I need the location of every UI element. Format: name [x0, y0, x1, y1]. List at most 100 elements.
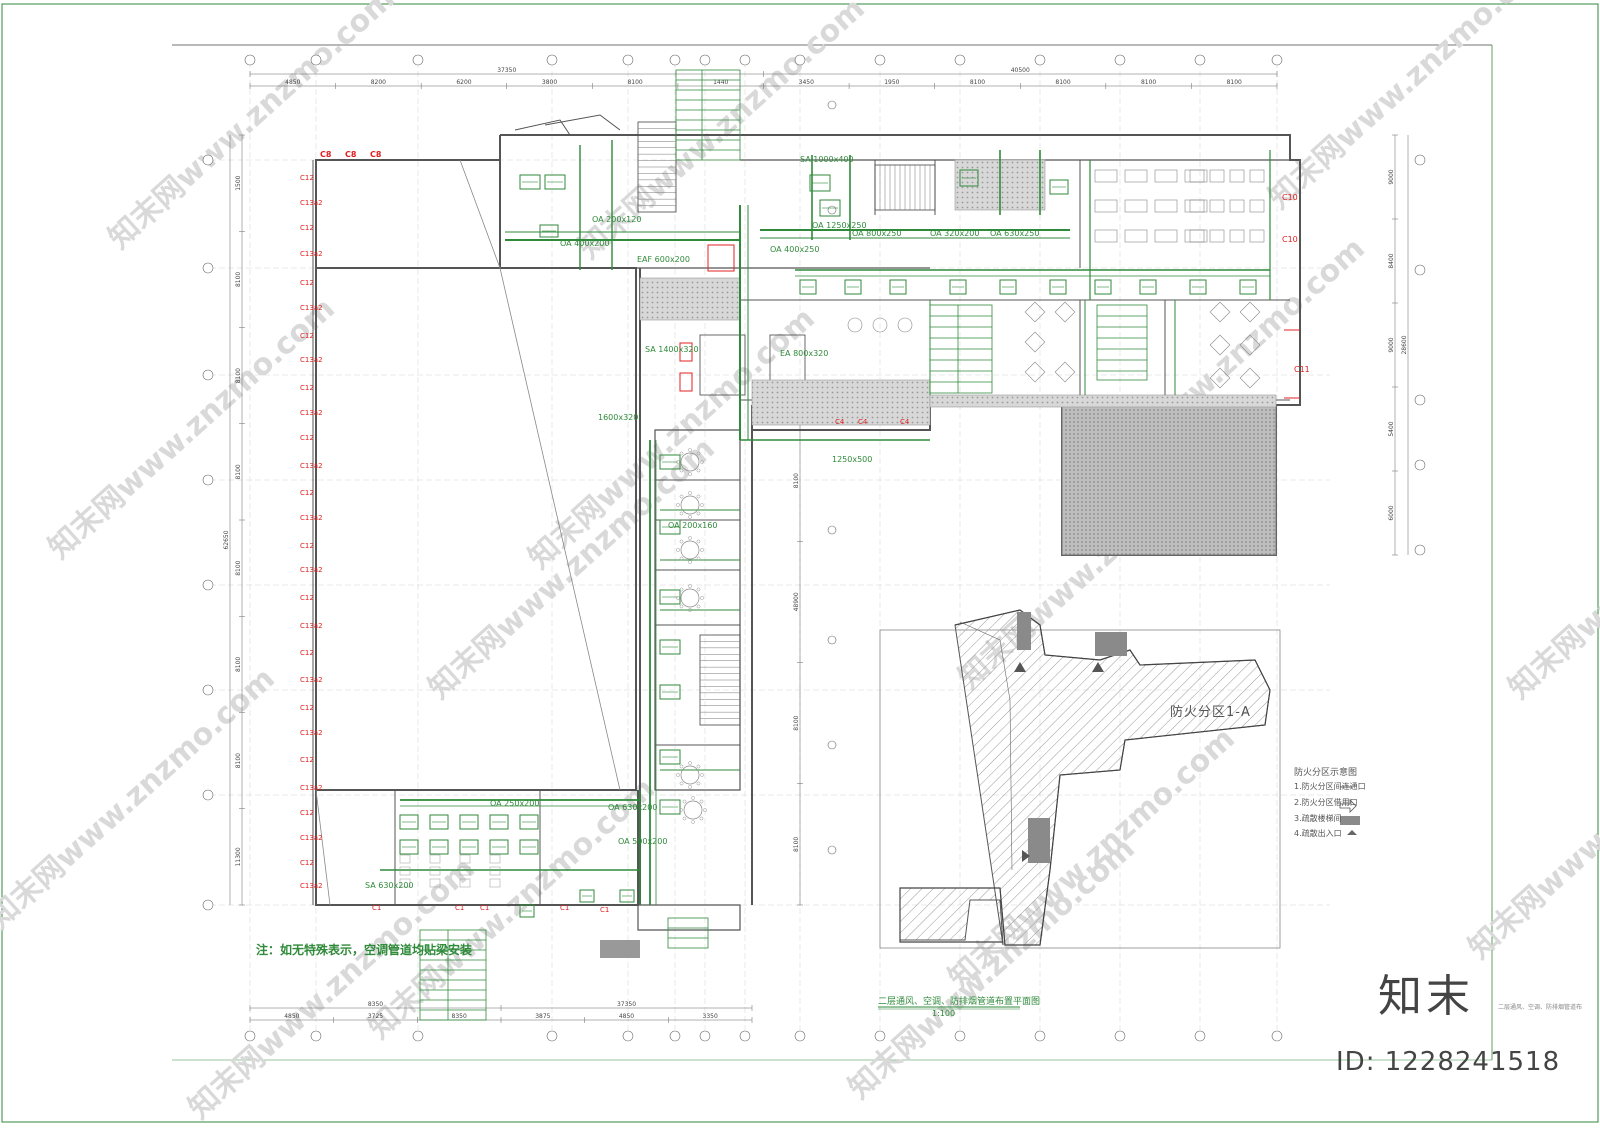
duct-label: OA 400x200 — [560, 239, 609, 248]
column-mark: C13a2 — [300, 729, 323, 737]
axis-bubble — [202, 369, 214, 381]
fan-coil-unit — [539, 224, 559, 238]
column-mark: C1 — [455, 904, 464, 912]
dim-left-segment: 8100 — [235, 753, 242, 768]
fan-coil-unit — [544, 174, 566, 190]
axis-bubble — [546, 54, 558, 66]
fan-coil-unit — [889, 279, 907, 295]
dim-right-segment: 9000 — [1388, 337, 1395, 352]
toilet-fixture — [459, 878, 471, 888]
dining-table — [1229, 199, 1245, 213]
watermark-text: 知末网www.znzmo.com — [42, 291, 342, 566]
fan-coil-unit — [619, 889, 635, 903]
duct-label: 1600x320 — [598, 413, 638, 422]
duct-label: OA 1250x250 — [812, 221, 867, 230]
dining-table — [1249, 199, 1265, 213]
column-mark: C13a2 — [300, 834, 323, 842]
fan-coil-unit — [489, 814, 509, 830]
dim-left-segment: 8100 — [235, 657, 242, 672]
dining-table — [1094, 199, 1118, 213]
fan-coil-unit — [459, 814, 479, 830]
column-mark: C1 — [480, 904, 489, 912]
dim-right-total: 28600 — [1401, 335, 1408, 354]
red-markers — [679, 244, 1300, 399]
dining-table — [1094, 169, 1118, 183]
toilet-fixture — [399, 878, 411, 888]
dim-top-segment: 3800 — [542, 79, 557, 86]
axis-bubble — [699, 54, 711, 66]
round-table — [683, 800, 703, 820]
dim-left-segment: 8100 — [235, 464, 242, 479]
column-mark: C4 — [858, 418, 868, 426]
dining-table — [1189, 169, 1205, 183]
round-table — [680, 588, 700, 608]
square-table — [1054, 361, 1076, 383]
column-mark: C12 — [300, 542, 314, 550]
dim-bottom-segment: 8350 — [452, 1013, 467, 1020]
column-mark: C13a2 — [300, 356, 323, 364]
fan-coil-unit — [659, 749, 681, 765]
axis-bubble — [794, 54, 806, 66]
fire-zone-inset — [879, 609, 1281, 949]
toilet-fixture — [489, 878, 501, 888]
axis-bubble — [739, 1030, 751, 1042]
fan-coil-unit — [519, 904, 535, 918]
fan-coil-unit — [1049, 179, 1069, 195]
duct-label: OA 630x200 — [608, 803, 657, 812]
column-mark: C13a2 — [300, 784, 323, 792]
duct-label: OA 400x250 — [770, 245, 819, 254]
column-mark: C13a2 — [300, 566, 323, 574]
dim-top-segment: 8100 — [627, 79, 642, 86]
axis-bubble — [1034, 1030, 1046, 1042]
column-mark: C12 — [300, 756, 314, 764]
fan-coil-unit — [659, 589, 681, 605]
dim-top-segment: 8100 — [1055, 79, 1070, 86]
drawing-title: 二层通风、空调、防排烟管道布置平面图 — [878, 997, 1041, 1007]
toilet-fixture — [459, 866, 471, 876]
dim-bottom-segment: 4850 — [284, 1013, 299, 1020]
axis-bubble — [1194, 1030, 1206, 1042]
dim-right-segment: 8400 — [1388, 253, 1395, 268]
fan-coil-unit — [429, 814, 449, 830]
dim-bottom-segment: 3725 — [368, 1013, 383, 1020]
axis-bubble — [202, 474, 214, 486]
axis-bubble — [202, 684, 214, 696]
dining-table — [1209, 229, 1225, 243]
axis-bubble — [739, 54, 751, 66]
toilet-fixture — [489, 866, 501, 876]
general-note: 注：如无特殊表示，空调管道均贴梁安装 — [256, 943, 473, 957]
axis-bubble — [546, 1030, 558, 1042]
axis-bubble — [827, 635, 837, 645]
dining-table — [1154, 229, 1178, 243]
axis-bubble — [1034, 54, 1046, 66]
dim-top-segment: 6200 — [456, 79, 471, 86]
column-mark: C8 — [370, 150, 382, 159]
watermark-text: 知末网www.znzmo.com — [1502, 431, 1600, 706]
dim-top-segment: 3450 — [799, 79, 814, 86]
legend-item-2: 2.防火分区借用口 — [1294, 798, 1358, 807]
column-mark: C13a2 — [300, 462, 323, 470]
watermark-text: 知末网www.znzmo.com — [102, 0, 402, 256]
fire-zone-tables — [419, 69, 1148, 1021]
axis-bubble — [827, 740, 837, 750]
dining-table — [1124, 169, 1148, 183]
fan-coil-unit — [999, 279, 1017, 295]
dining-table — [1189, 229, 1205, 243]
column-mark: C4 — [900, 418, 910, 426]
column-mark: C12 — [300, 594, 314, 602]
axis-bubble — [1271, 1030, 1283, 1042]
axis-bubble — [622, 1030, 634, 1042]
dim-left-total: 62650 — [223, 530, 230, 549]
column-mark: C12 — [300, 279, 314, 287]
dim-bottom-segment: 3350 — [703, 1013, 718, 1020]
square-table — [1239, 301, 1261, 323]
fan-coil-unit — [819, 199, 841, 217]
fan-coil-unit — [659, 799, 681, 815]
axis-bubble — [310, 54, 322, 66]
dim-bottom-total: 8350 — [368, 1001, 383, 1008]
axis-bubble — [202, 579, 214, 591]
watermark-text: 知末网www.znzmo.com — [422, 431, 722, 706]
toilet-fixture — [459, 854, 471, 864]
column-mark: C12 — [300, 809, 314, 817]
